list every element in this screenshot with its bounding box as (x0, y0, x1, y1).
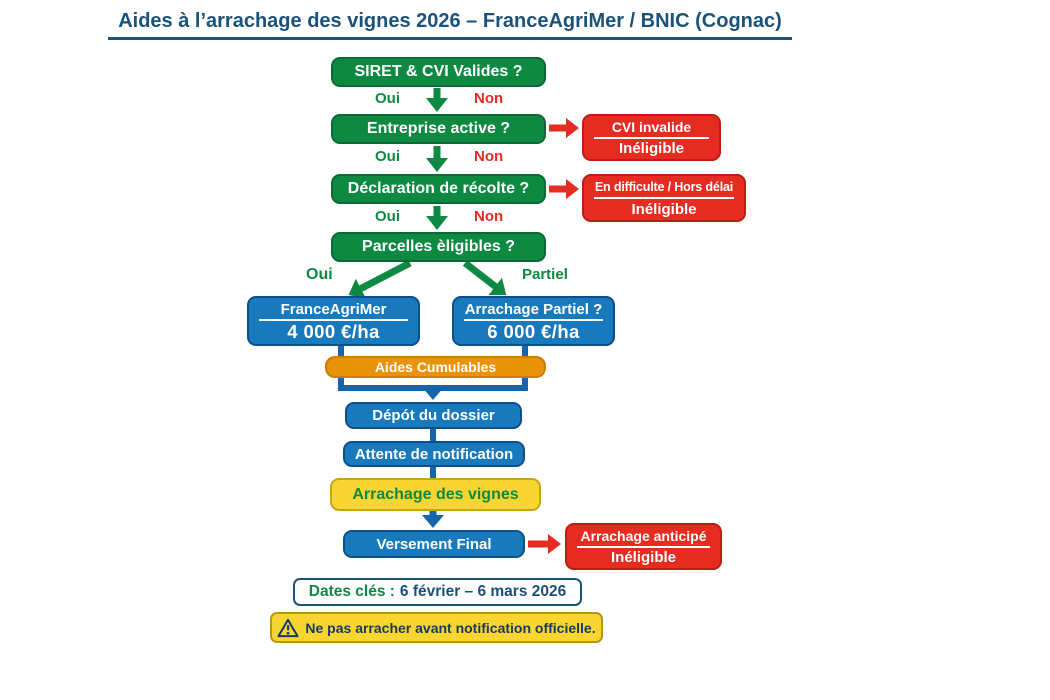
warning-text: Ne pas arracher avant notification offic… (305, 619, 596, 636)
aid-left-name: FranceAgriMer (280, 300, 387, 318)
question-parcelles-eligibles: Parcelles èligibles ? (331, 232, 546, 262)
key-dates-label: Dates clés : (308, 583, 395, 600)
key-dates-box: Dates clés : 6 février – 6 mars 2026 (293, 578, 582, 606)
aid-box-arrachage-partiel: Arrachage Partiel ? 6 000 €/ha (452, 296, 615, 346)
label-non-2: Non (474, 148, 504, 165)
arrow-q4-aid-left (348, 259, 412, 299)
divider (594, 197, 734, 199)
warning-triangle-icon (277, 618, 299, 637)
question-declaration-recolte: Déclaration de récolte ? (331, 174, 546, 204)
arrow-q4-aid-right (462, 260, 507, 296)
warning-banner: Ne pas arracher avant notification offic… (270, 612, 603, 643)
reject-anticipe-line1: Arrachage anticipé (580, 527, 707, 544)
step-versement-final: Versement Final (343, 530, 525, 558)
reject-cvi-line1: CVI invalide (611, 118, 692, 135)
aid-right-name: Arrachage Partiel ? (464, 300, 603, 318)
aides-cumulables-banner: Aides Cumulables (325, 356, 546, 378)
reject-box-difficulte: En difficulte / Hors délai Inéligible (582, 174, 746, 222)
label-oui-3: Oui (375, 208, 400, 225)
reject-anticipe-line2: Inéligible (610, 548, 676, 566)
page-title: Aides à l’arrachage des vignes 2026 – Fr… (108, 8, 792, 40)
label-oui-4: Oui (306, 266, 333, 283)
aid-left-amount: 4 000 €/ha (287, 321, 380, 342)
step-attente-notification: Attente de notification (343, 441, 525, 467)
reject-box-arrachage-anticipe: Arrachage anticipé Inéligible (565, 523, 722, 570)
reject-difficulte-line2: Inéligible (631, 200, 697, 218)
divider (464, 319, 603, 321)
label-non-3: Non (474, 208, 504, 225)
reject-box-cvi-invalide: CVI invalide Inéligible (582, 114, 721, 161)
label-non-1: Non (474, 90, 504, 107)
step-depot-dossier: Dépót du dossier (345, 402, 522, 429)
divider (594, 136, 709, 139)
divider (577, 545, 710, 548)
reject-difficulte-line1: En difficulte / Hors délai (594, 180, 734, 194)
question-siret-cvi: SIRET & CVI Valides ? (331, 57, 546, 87)
step-arrachage-vignes: Arrachage des vignes (330, 478, 541, 511)
question-entreprise-active: Entreprise active ? (331, 114, 546, 144)
reject-cvi-line2: Inéligible (618, 139, 684, 157)
label-partiel: Partiel (522, 266, 568, 283)
divider (259, 319, 408, 321)
aid-box-franceagrimer: FranceAgriMer 4 000 €/ha (247, 296, 420, 346)
aid-right-amount: 6 000 €/ha (487, 321, 580, 342)
key-dates-value: 6 février – 6 mars 2026 (399, 583, 567, 600)
label-oui-1: Oui (375, 90, 400, 107)
label-oui-2: Oui (375, 148, 400, 165)
